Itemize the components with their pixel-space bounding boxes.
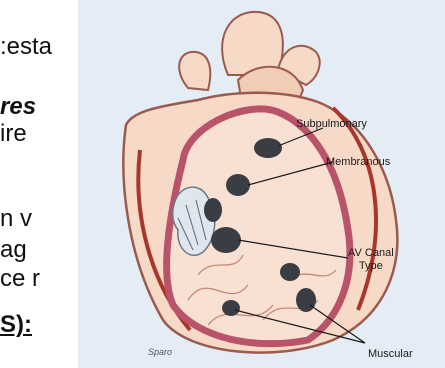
slide-text-fragment: :esta res ire n v ag ce r S): [0,0,80,368]
aorta-shape [222,12,283,75]
slide-text-line: ag [0,237,27,263]
label-av-canal-line1: AV Canal [348,247,394,259]
defect-membranous [226,174,250,196]
label-muscular: Muscular [368,348,413,361]
defect-muscular-2 [296,288,316,312]
defect-subpulmonary [254,138,282,158]
artist-signature: Sparo [148,346,172,359]
defect-muscular-1 [280,263,300,281]
heart-vsd-illustration: Subpulmonary Membranous AV Canal Type Mu… [78,0,445,368]
slide-text-line: ce r [0,266,40,292]
defect-muscular-3 [222,300,240,316]
defect-av-canal [211,227,241,253]
slide-text-line-emphasis: res [0,94,36,120]
slide-heading-fragment: S): [0,312,32,338]
label-subpulmonary: Subpulmonary [296,118,367,131]
slide-text-line: n v [0,206,32,232]
slide-text-line: :esta [0,34,52,60]
heart-diagram-svg [78,0,445,368]
label-membranous: Membranous [326,156,390,169]
label-av-canal: AV Canal Type [348,247,394,273]
slide-text-line: ire [0,121,27,147]
defect-av-canal-upper [204,198,222,222]
label-av-canal-line2: Type [359,260,383,272]
